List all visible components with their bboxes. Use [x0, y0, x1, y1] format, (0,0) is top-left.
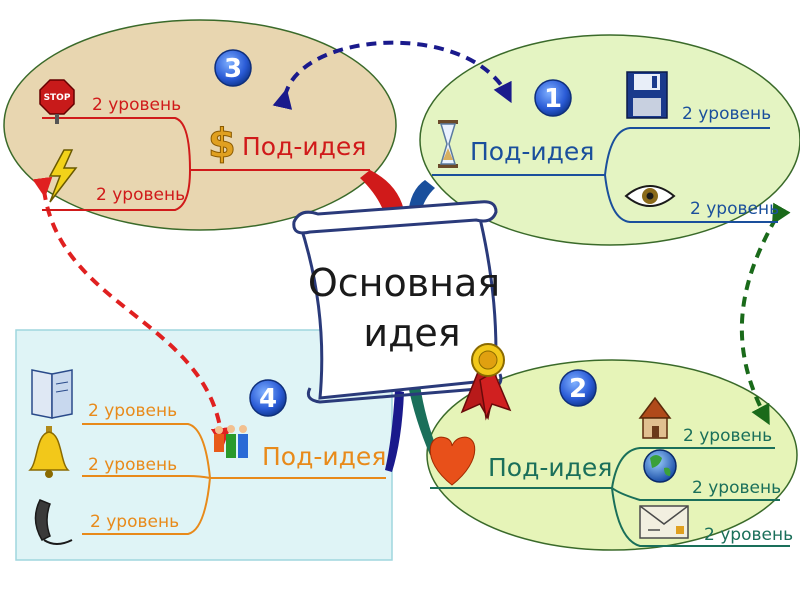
- envelope-icon: [639, 505, 689, 539]
- branch-3-number: 3: [224, 54, 242, 84]
- branch-4-title[interactable]: Под-идея: [262, 442, 386, 471]
- branch-2-oval: [426, 359, 798, 551]
- main-idea-scroll[interactable]: Основная идея: [292, 200, 503, 404]
- branch-4-item-2[interactable]: 2 уровень: [88, 455, 177, 475]
- branch-2-item-1[interactable]: 2 уровень: [683, 426, 772, 446]
- branch-1-title[interactable]: Под-идея: [470, 137, 594, 166]
- award-seal-icon: [460, 343, 512, 421]
- book-icon: [31, 369, 73, 419]
- people-icon: [214, 425, 248, 458]
- telephone-icon: [34, 499, 73, 545]
- branch-3-item-1[interactable]: 2 уровень: [92, 95, 181, 115]
- relation-arrow-3-4: [32, 176, 231, 448]
- branch-3-number-badge: [214, 49, 252, 87]
- branch-4-item-3[interactable]: 2 уровень: [90, 512, 179, 532]
- svg-text:$: $: [208, 121, 236, 167]
- scroll-top-roll: [292, 200, 498, 235]
- branch-1-oval: [419, 34, 800, 246]
- svg-text:STOP: STOP: [44, 93, 71, 103]
- branch-4-tree-lines: [82, 423, 211, 535]
- branch-1-item-2[interactable]: 2 уровень: [690, 199, 779, 219]
- branch-3-tree-lines: [42, 117, 191, 211]
- branch-1-number: 1: [544, 84, 562, 114]
- globe-icon: [643, 449, 677, 483]
- house-icon: [638, 396, 672, 439]
- branch-3: 3 $ Под-идея STOP 2 уровень 2 уровень: [39, 49, 370, 211]
- main-idea-line-2: идея: [363, 311, 460, 355]
- connector-branch-3: [360, 170, 405, 215]
- connector-branch-4: [385, 390, 404, 472]
- branch-3-item-2[interactable]: 2 уровень: [96, 185, 185, 205]
- stop-sign-icon: STOP: [39, 79, 75, 124]
- branch-4: 4 Под-идея 2 уровень 2 уровень: [28, 369, 386, 545]
- branch-1-number-badge: [534, 79, 572, 117]
- dollar-icon: $: [208, 121, 237, 168]
- branch-2-title[interactable]: Под-идея: [488, 453, 612, 482]
- connector-branch-2: [408, 385, 438, 455]
- main-idea-line-1: Основная: [308, 261, 500, 305]
- branch-1-item-1[interactable]: 2 уровень: [682, 104, 771, 124]
- relation-arrow-3-1: [272, 40, 512, 110]
- branch-1-tree-lines: [604, 127, 778, 223]
- branch-4-number: 4: [259, 384, 277, 414]
- floppy-disk-icon: [626, 71, 668, 119]
- bell-icon: [28, 426, 70, 478]
- hourglass-icon: [438, 120, 458, 168]
- scroll-bottom-roll: [306, 373, 503, 404]
- branch-2-number-badge: [559, 369, 597, 407]
- branch-2-item-2[interactable]: 2 уровень: [692, 478, 781, 498]
- lightning-icon: [48, 149, 78, 203]
- branch-2: 2 Под-идея 2 уровень 2 уровень 2 уровень: [429, 369, 793, 547]
- branch-2-number: 2: [569, 374, 587, 404]
- branch-4-number-badge: [249, 379, 287, 417]
- branch-4-item-1[interactable]: 2 уровень: [88, 401, 177, 421]
- branch-3-title[interactable]: Под-идея: [242, 132, 366, 161]
- eye-icon: [624, 185, 676, 207]
- heart-icon: [429, 436, 476, 486]
- branch-1: 1 Под-идея 2 уровень 2 уровень: [432, 71, 779, 223]
- relation-arrow-1-2: [739, 202, 791, 426]
- branch-2-item-3[interactable]: 2 уровень: [704, 525, 793, 545]
- branch-2-tree-lines: [611, 447, 790, 547]
